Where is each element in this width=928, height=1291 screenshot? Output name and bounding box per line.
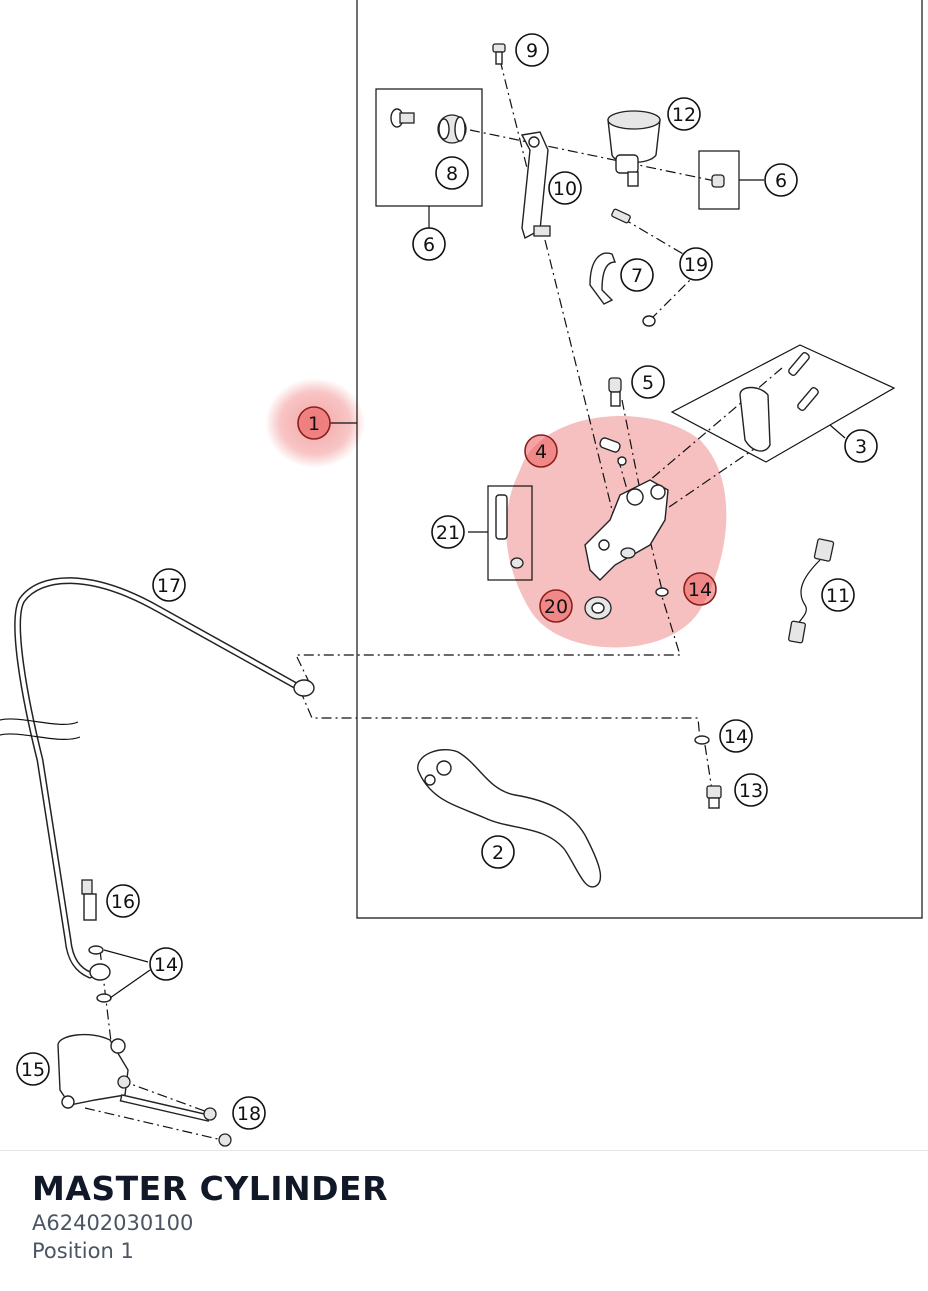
svg-text:3: 3 xyxy=(855,436,867,458)
svg-text:5: 5 xyxy=(642,372,654,394)
callout-12[interactable]: 12 xyxy=(667,97,701,131)
svg-text:11: 11 xyxy=(826,585,850,607)
callout-2[interactable]: 2 xyxy=(481,835,515,869)
svg-text:6: 6 xyxy=(775,170,787,192)
svg-text:16: 16 xyxy=(111,891,135,913)
part-position: Position 1 xyxy=(32,1239,134,1263)
svg-text:13: 13 xyxy=(739,780,763,802)
callout-5[interactable]: 5 xyxy=(631,365,665,399)
svg-text:21: 21 xyxy=(436,522,460,544)
part-bolts-18 xyxy=(119,1094,232,1147)
svg-text:6: 6 xyxy=(423,234,435,256)
callout-9[interactable]: 9 xyxy=(515,33,549,67)
svg-text:1: 1 xyxy=(308,413,320,435)
kit-box-21 xyxy=(487,485,533,581)
kit-box-6 xyxy=(375,88,483,207)
callout-14-slave[interactable]: 14 xyxy=(149,947,183,981)
callout-10[interactable]: 10 xyxy=(548,171,582,205)
part-bolt-9 xyxy=(492,43,506,65)
callout-14-line[interactable]: 14 xyxy=(719,719,753,753)
assembly-frame xyxy=(356,0,923,919)
callout-4[interactable]: 4 xyxy=(524,434,558,468)
callout-21[interactable]: 21 xyxy=(431,515,465,549)
svg-text:14: 14 xyxy=(688,579,712,601)
callout-16[interactable]: 16 xyxy=(106,884,140,918)
part-bracket-10 xyxy=(520,131,551,240)
part-brake-line-17 xyxy=(0,577,315,979)
part-screw-6 xyxy=(711,174,725,188)
part-fitting-5 xyxy=(608,377,622,407)
part-screw-19 xyxy=(611,208,656,327)
callout-6-right[interactable]: 6 xyxy=(764,163,798,197)
kit-box-3 xyxy=(670,344,896,463)
part-sensor-11 xyxy=(788,538,835,644)
part-banjo-fitting xyxy=(89,963,111,981)
svg-text:17: 17 xyxy=(157,575,181,597)
callout-14-cylinder[interactable]: 14 xyxy=(683,572,717,606)
part-title: MASTER CYLINDER xyxy=(32,1169,388,1208)
svg-text:20: 20 xyxy=(544,596,568,618)
callout-13[interactable]: 13 xyxy=(734,773,768,807)
callout-7[interactable]: 7 xyxy=(620,258,654,292)
callout-18[interactable]: 18 xyxy=(232,1096,266,1130)
callout-3[interactable]: 3 xyxy=(844,429,878,463)
part-reservoir-12 xyxy=(607,110,661,187)
svg-text:14: 14 xyxy=(154,954,178,976)
callout-17[interactable]: 17 xyxy=(152,568,186,602)
svg-text:2: 2 xyxy=(492,842,504,864)
callout-19[interactable]: 19 xyxy=(679,247,713,281)
svg-text:12: 12 xyxy=(672,104,696,126)
part-fitting-4 xyxy=(599,437,627,466)
part-info-footer: MASTER CYLINDER A62402030100 Position 1 xyxy=(0,1150,928,1291)
callout-20[interactable]: 20 xyxy=(539,589,573,623)
svg-text:19: 19 xyxy=(684,254,708,276)
part-clamp-3 xyxy=(739,351,819,452)
svg-text:18: 18 xyxy=(237,1103,261,1125)
part-pin-21 xyxy=(495,494,524,569)
svg-text:10: 10 xyxy=(553,178,577,200)
svg-text:9: 9 xyxy=(526,40,538,62)
part-bellows-8 xyxy=(390,108,467,144)
svg-text:7: 7 xyxy=(631,265,643,287)
exploded-parts-diagram: 1 2 3 4 5 6 6 7 8 9 10 11 xyxy=(0,0,923,1147)
callout-6-left[interactable]: 6 xyxy=(412,227,446,261)
part-screw-13 xyxy=(706,785,722,809)
callout-11[interactable]: 11 xyxy=(821,578,855,612)
part-lever-2 xyxy=(417,749,602,888)
callout-1[interactable]: 1 xyxy=(297,406,331,440)
part-bleed-valve-16 xyxy=(81,879,97,921)
svg-text:15: 15 xyxy=(21,1059,45,1081)
svg-text:8: 8 xyxy=(446,163,458,185)
part-number: A62402030100 xyxy=(32,1211,194,1235)
callout-15[interactable]: 15 xyxy=(16,1052,50,1086)
assembly-lines xyxy=(84,59,783,1141)
part-boot-20 xyxy=(584,596,612,620)
part-slave-cylinder-15 xyxy=(57,1033,131,1109)
svg-text:14: 14 xyxy=(724,726,748,748)
callout-8[interactable]: 8 xyxy=(435,156,469,190)
part-hose-7 xyxy=(589,252,617,305)
part-oring-14 xyxy=(88,587,710,1003)
part-master-cylinder-1 xyxy=(584,479,669,581)
svg-text:4: 4 xyxy=(535,441,547,463)
